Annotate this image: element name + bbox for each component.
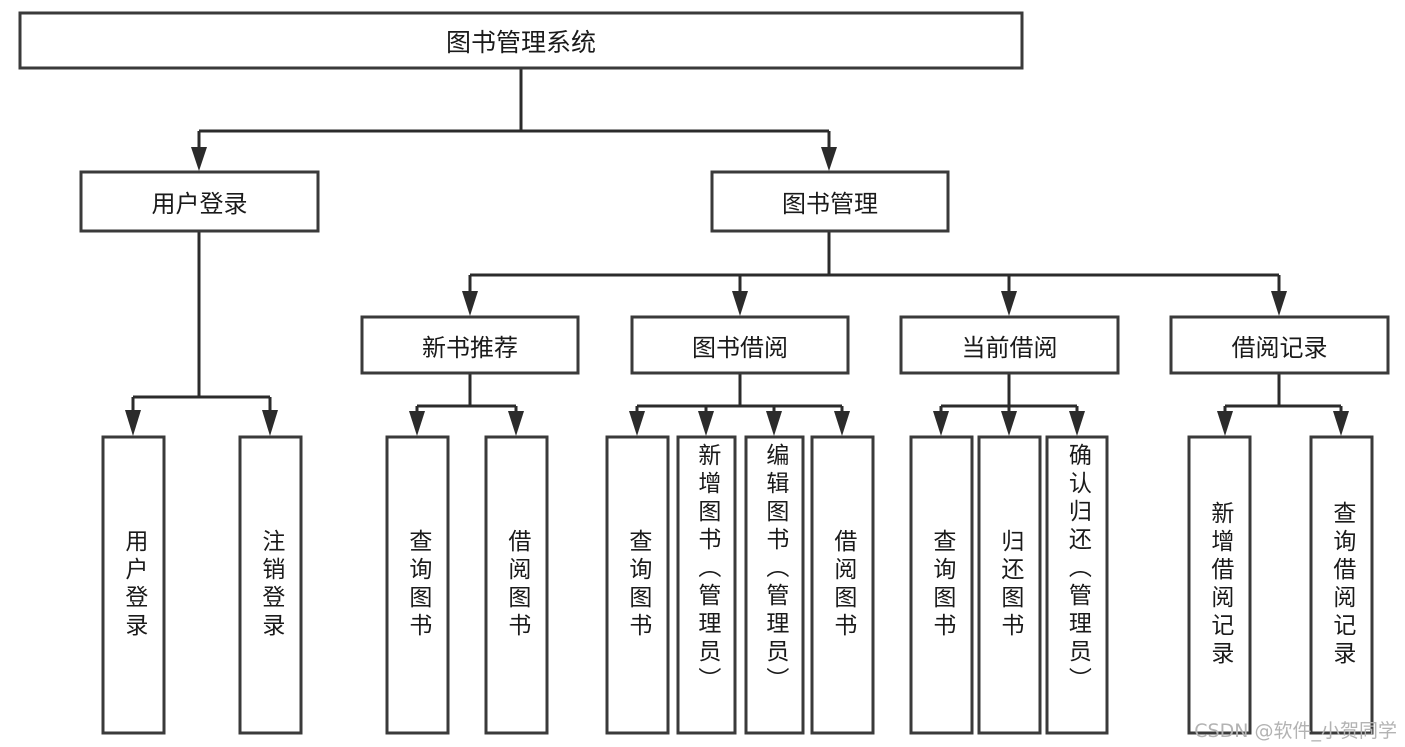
node-box-book-manage[interactable]	[710, 170, 950, 233]
arrow-head-current-borrow	[1001, 291, 1017, 316]
node-box-leaf-return-book[interactable]	[977, 435, 1042, 735]
node-box-leaf-add-record[interactable]	[1187, 435, 1252, 735]
arrow-head-leaf-query-book-3	[933, 411, 949, 436]
node-box-new-book-recommend[interactable]	[360, 315, 580, 375]
connectors-book-manage-to-level3	[462, 231, 1287, 316]
node-box-leaf-confirm-return[interactable]	[1045, 435, 1109, 735]
node-box-leaf-add-book[interactable]	[676, 435, 737, 735]
node-box-current-borrow[interactable]	[899, 315, 1120, 375]
arrow-head-leaf-user-logout	[262, 410, 278, 436]
connectors-current-borrow-to-leaves	[933, 373, 1085, 436]
node-box-leaf-query-record[interactable]	[1309, 435, 1374, 735]
arrow-head-borrow-record	[1271, 291, 1287, 316]
arrow-head-leaf-return-book	[1001, 411, 1017, 436]
node-box-leaf-user-login[interactable]	[101, 435, 166, 735]
connectors-new-book-recommend-to-leaves	[409, 373, 524, 436]
connectors-user-login-to-leaves	[125, 231, 278, 436]
connectors-root-to-level2	[191, 68, 837, 171]
arrow-head-new-book-recommend	[462, 291, 478, 316]
arrow-head-leaf-add-book	[698, 411, 714, 436]
arrow-head-leaf-confirm-return	[1069, 411, 1085, 436]
node-box-leaf-query-book-1[interactable]	[385, 435, 450, 735]
arrow-head-leaf-add-record	[1217, 411, 1233, 436]
node-box-user-login[interactable]	[79, 170, 320, 233]
arrow-head-leaf-query-book-1	[409, 411, 425, 436]
arrow-head-leaf-borrow-book-1	[508, 411, 524, 436]
arrow-head-book-borrow	[732, 291, 748, 316]
arrow-head-user-login	[191, 147, 207, 171]
arrow-head-leaf-user-login	[125, 410, 141, 436]
node-box-leaf-borrow-book-1[interactable]	[484, 435, 549, 735]
connectors-book-borrow-to-leaves	[629, 373, 850, 436]
node-box-leaf-query-book-2[interactable]	[605, 435, 670, 735]
node-box-leaf-query-book-3[interactable]	[909, 435, 974, 735]
node-box-book-borrow[interactable]	[630, 315, 850, 375]
node-box-leaf-borrow-book-2[interactable]	[810, 435, 875, 735]
connectors-borrow-record-to-leaves	[1217, 373, 1349, 436]
node-box-leaf-edit-book[interactable]	[744, 435, 805, 735]
node-box-root[interactable]	[18, 11, 1024, 70]
node-box-leaf-user-logout[interactable]	[238, 435, 303, 735]
arrow-head-book-manage	[821, 147, 837, 171]
arrow-head-leaf-borrow-book-2	[834, 411, 850, 436]
node-box-borrow-record[interactable]	[1169, 315, 1390, 375]
arrow-head-leaf-edit-book	[766, 411, 782, 436]
arrow-head-leaf-query-book-2	[629, 411, 645, 436]
arrow-head-leaf-query-record	[1333, 411, 1349, 436]
